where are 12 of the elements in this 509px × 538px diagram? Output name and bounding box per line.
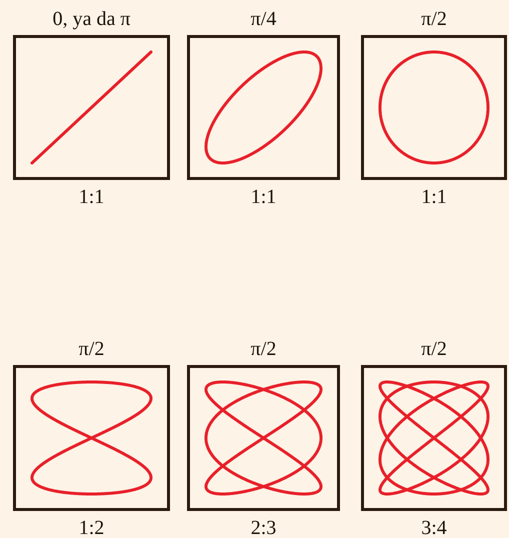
phase-label: π/2 bbox=[78, 338, 106, 360]
ratio-label: 2:3 bbox=[250, 517, 278, 538]
ratio-label: 1:2 bbox=[78, 517, 106, 538]
phase-label: π/2 bbox=[420, 338, 448, 360]
ratio-label: 3:4 bbox=[420, 517, 448, 538]
phase-label: 0, ya da π bbox=[52, 8, 132, 30]
ratio-label: 1:1 bbox=[78, 186, 106, 208]
phase-label: π/2 bbox=[250, 338, 278, 360]
ratio-label: 1:1 bbox=[420, 186, 448, 208]
ratio-label: 1:1 bbox=[250, 186, 278, 208]
phase-label: π/4 bbox=[250, 8, 278, 30]
phase-label: π/2 bbox=[420, 8, 448, 30]
